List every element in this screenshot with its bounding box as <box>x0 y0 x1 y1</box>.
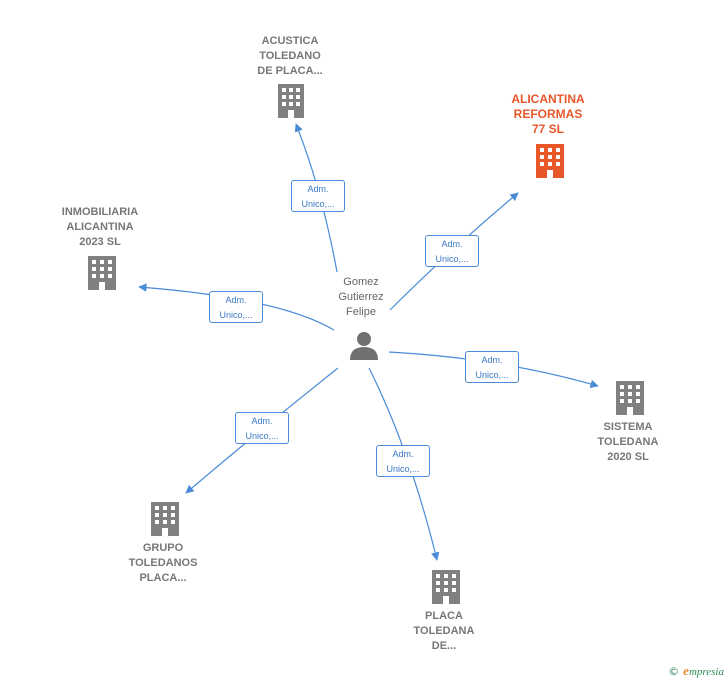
edge-label-sistema[interactable]: Adm. Unico,... <box>465 351 519 383</box>
building-icon[interactable] <box>88 256 116 290</box>
company-label-line: GRUPO <box>142 542 184 554</box>
edge-role-line: Unico,... <box>301 199 335 209</box>
company-label-line: 77 SL <box>531 122 564 136</box>
company-label-line: PLACA... <box>139 572 187 584</box>
company-label-sistema[interactable]: SISTEMA TOLEDANA 2020 SL <box>580 420 676 465</box>
center-name-line: Felipe <box>346 306 376 318</box>
center-name-line: Gomez <box>343 276 379 288</box>
company-label-line: TOLEDANA <box>413 625 475 637</box>
edge-label-placa[interactable]: Adm. Unico,... <box>376 445 430 477</box>
building-icon[interactable] <box>151 502 179 536</box>
building-icon[interactable] <box>278 84 304 118</box>
center-person-label[interactable]: Gomez Gutierrez Felipe <box>326 275 396 320</box>
edge-role-line: Adm. <box>481 355 503 365</box>
edge-label-acustica[interactable]: Adm. Unico,... <box>291 180 345 212</box>
edge-role-line: Unico,... <box>435 254 469 264</box>
edge-role-line: Adm. <box>251 416 273 426</box>
empresia-logo-text: mpresia <box>688 666 724 678</box>
company-label-line: DE PLACA... <box>257 65 323 77</box>
company-label-grupo[interactable]: GRUPO TOLEDANOS PLACA... <box>115 541 211 586</box>
edge-label-alicantina-reformas[interactable]: Adm. Unico,... <box>425 235 479 267</box>
company-label-line: TOLEDANA <box>597 436 659 448</box>
company-label-line: ALICANTINA <box>66 221 134 233</box>
company-label-line: DE... <box>431 640 457 652</box>
edge-label-grupo[interactable]: Adm. Unico,... <box>235 412 289 444</box>
company-label-line: TOLEDANOS <box>128 557 198 569</box>
edge-role-line: Adm. <box>225 295 247 305</box>
edge-role-line: Adm. <box>392 449 414 459</box>
company-label-line: INMOBILIARIA <box>61 206 139 218</box>
person-icon[interactable] <box>350 332 378 360</box>
building-icon[interactable] <box>616 381 644 415</box>
building-icon[interactable] <box>536 144 564 178</box>
edge-role-line: Unico,... <box>219 310 253 320</box>
company-label-line: 2023 SL <box>79 236 121 248</box>
company-label-line: ACUSTICA <box>261 35 319 47</box>
company-label-line: REFORMAS <box>513 107 583 121</box>
center-name-line: Gutierrez <box>338 291 384 303</box>
edge-role-line: Adm. <box>441 239 463 249</box>
company-label-alicantina-reformas[interactable]: ALICANTINA REFORMAS 77 SL <box>493 92 603 137</box>
company-label-acustica[interactable]: ACUSTICA TOLEDANO DE PLACA... <box>240 34 340 79</box>
company-label-placa[interactable]: PLACA TOLEDANA DE... <box>396 609 492 654</box>
copyright-symbol: © <box>668 665 680 678</box>
company-label-line: SISTEMA <box>603 421 653 433</box>
edge-role-line: Adm. <box>307 184 329 194</box>
company-label-line: ALICANTINA <box>511 92 585 106</box>
company-label-line: TOLEDANO <box>259 50 321 62</box>
edge-role-line: Unico,... <box>386 464 420 474</box>
building-icon[interactable] <box>432 570 460 604</box>
company-label-line: PLACA <box>425 610 463 622</box>
empresia-credit: ©empresia <box>668 663 724 679</box>
company-label-inmobiliaria[interactable]: INMOBILIARIA ALICANTINA 2023 SL <box>50 205 150 250</box>
company-label-line: 2020 SL <box>607 451 649 463</box>
empresia-logo-initial: e <box>683 663 689 678</box>
edge-role-line: Unico,... <box>245 431 279 441</box>
edge-role-line: Unico,... <box>475 370 509 380</box>
edge-label-inmobiliaria[interactable]: Adm. Unico,... <box>209 291 263 323</box>
